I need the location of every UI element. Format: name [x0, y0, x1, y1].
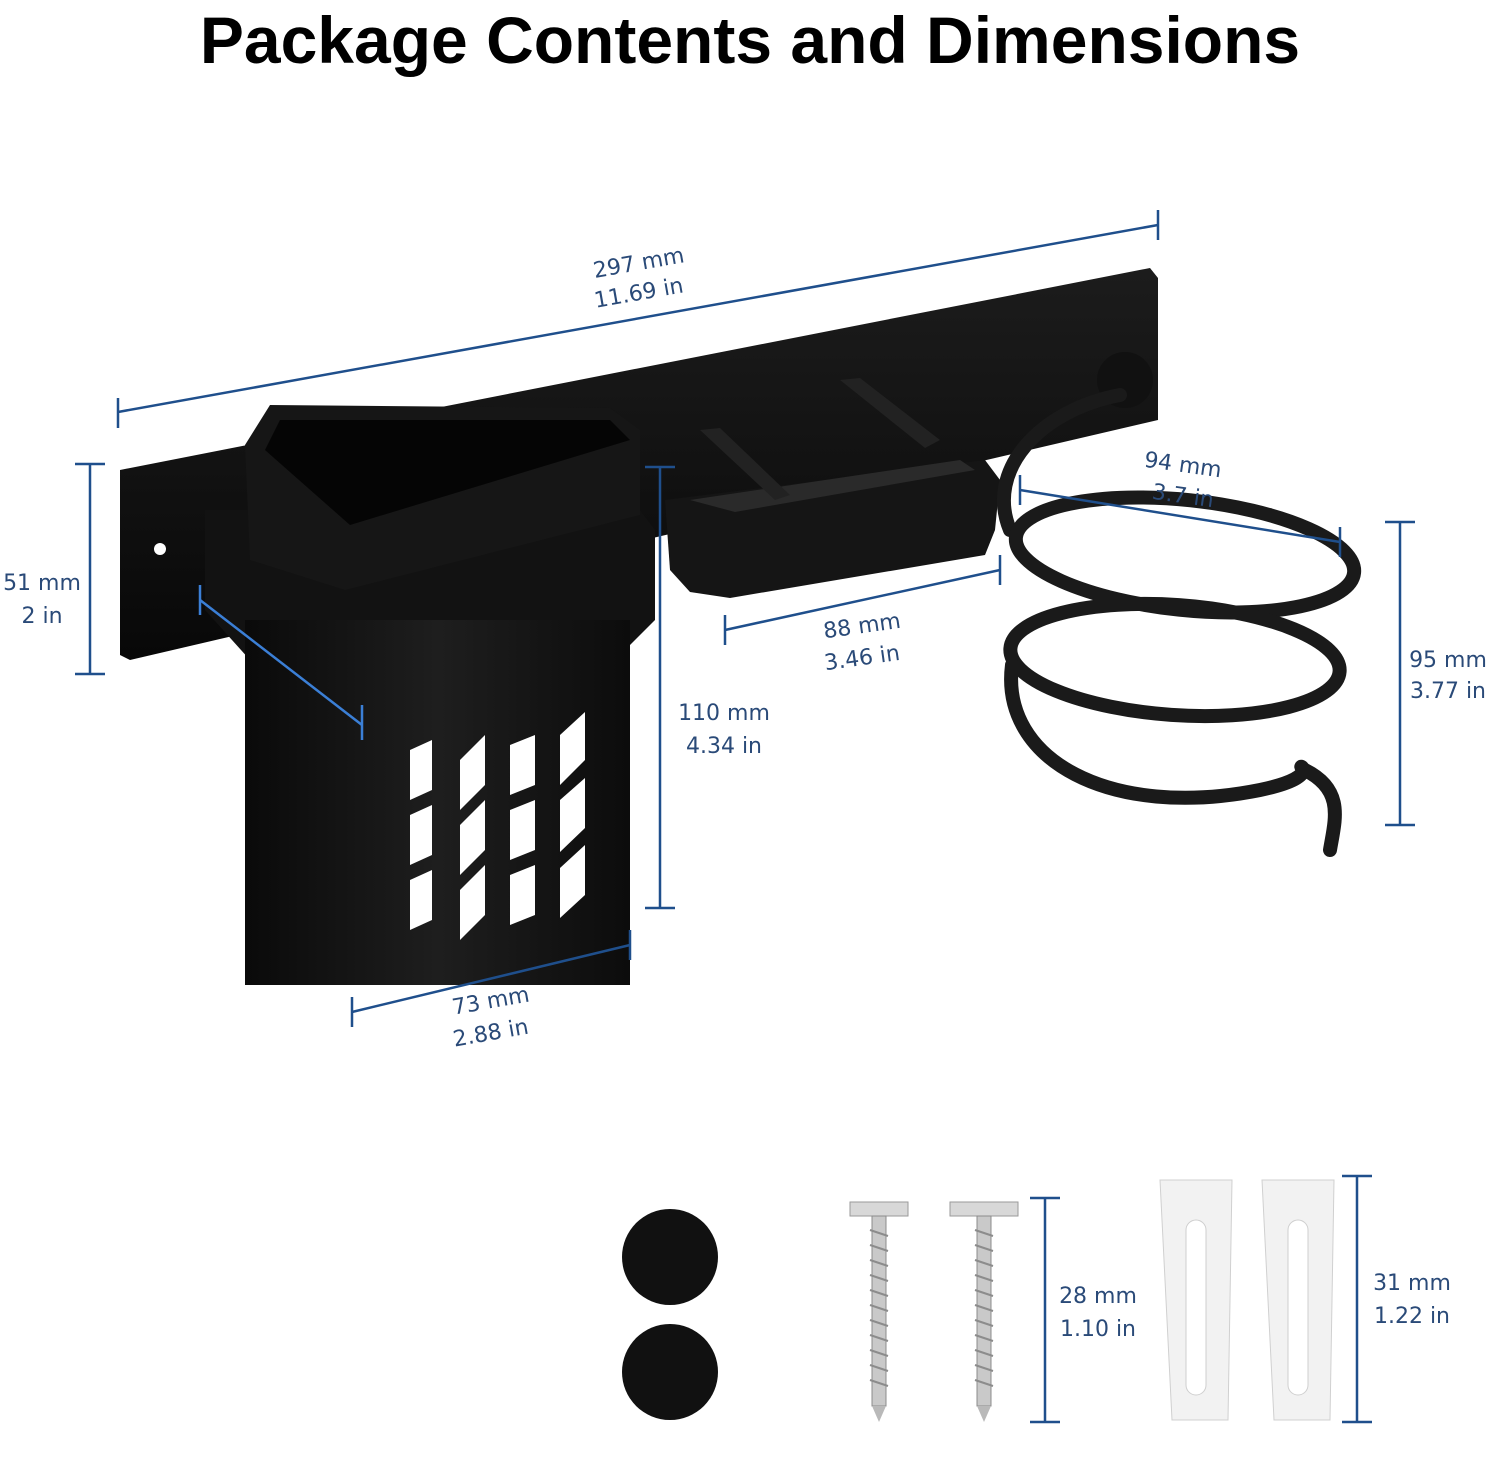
- ring-height-in-label: 3.77 in: [1410, 679, 1486, 704]
- dryer-spiral-ring: [997, 352, 1362, 857]
- wall-anchor: [1261, 1179, 1335, 1421]
- cup-height-mm-label: 110 mm: [678, 701, 770, 726]
- rubber-caps: [622, 1209, 718, 1420]
- cup-width-dimension-line: [351, 943, 631, 1014]
- screws: [849, 1201, 1019, 1422]
- ring-diameter-mm-label: 94 mm: [1143, 448, 1224, 484]
- height-in-label: 2 in: [21, 604, 62, 629]
- page-title: Package Contents and Dimensions: [199, 3, 1301, 77]
- ring-diameter-in-label: 3.7 in: [1150, 480, 1215, 513]
- anchor-in-label: 1.22 in: [1374, 1304, 1450, 1329]
- cup-vent-pattern: [410, 712, 585, 940]
- screw: [949, 1201, 1019, 1422]
- tray-shelf: [665, 378, 1000, 598]
- height-mm-label: 51 mm: [3, 571, 81, 596]
- wall-anchors: [1159, 1179, 1335, 1421]
- ring-height-mm-label: 95 mm: [1409, 648, 1487, 673]
- mount-hole: [154, 543, 166, 555]
- dimension-lines: [75, 210, 1415, 1424]
- tray-width-mm-label: 88 mm: [822, 609, 903, 645]
- ring-diameter-dimension-line: [1019, 488, 1341, 544]
- cup-height-in-label: 4.34 in: [686, 734, 762, 759]
- screw: [849, 1201, 909, 1422]
- screw-in-label: 1.10 in: [1060, 1317, 1136, 1342]
- wall-anchor: [1159, 1179, 1233, 1421]
- tray-width-dimension-line: [724, 568, 1001, 632]
- length-dimension-line: [117, 223, 1159, 414]
- screw-mm-label: 28 mm: [1059, 1284, 1137, 1309]
- tray-width-in-label: 3.46 in: [823, 641, 902, 676]
- anchor-mm-label: 31 mm: [1373, 1271, 1451, 1296]
- cup-width-in-label: 2.88 in: [451, 1015, 530, 1053]
- rubber-cap: [622, 1324, 718, 1420]
- cup-holder: [205, 405, 655, 985]
- rubber-cap: [622, 1209, 718, 1305]
- cup-depth-dimension-line: [199, 599, 363, 726]
